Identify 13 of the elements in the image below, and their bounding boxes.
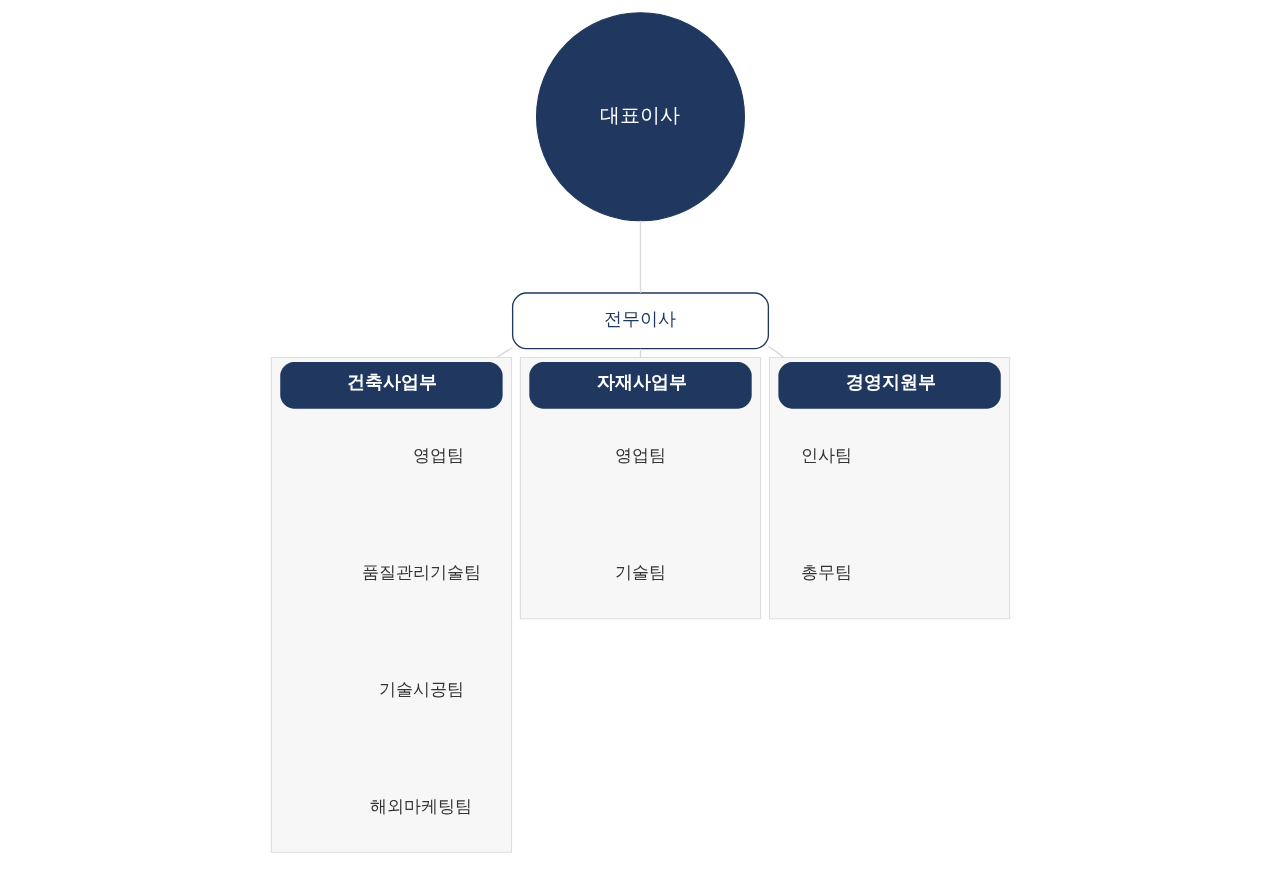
node-text: 품질관리기술팀 xyxy=(361,563,481,583)
node-text: 영업팀 xyxy=(412,446,464,466)
node-text: 영업팀 xyxy=(614,446,666,466)
node-text: 기술팀 xyxy=(614,563,666,583)
node-text: 기술시공팀 xyxy=(378,679,464,699)
node-text: 해외마케팅팀 xyxy=(369,796,472,816)
connector xyxy=(495,347,513,359)
node-text: 총무팀 xyxy=(800,563,852,583)
connector xyxy=(767,345,785,359)
node-text: 인사팀 xyxy=(800,446,852,466)
node-circle: 대표이사 xyxy=(535,12,745,222)
node-box: 전무이사 xyxy=(511,292,769,350)
connector xyxy=(639,220,641,294)
